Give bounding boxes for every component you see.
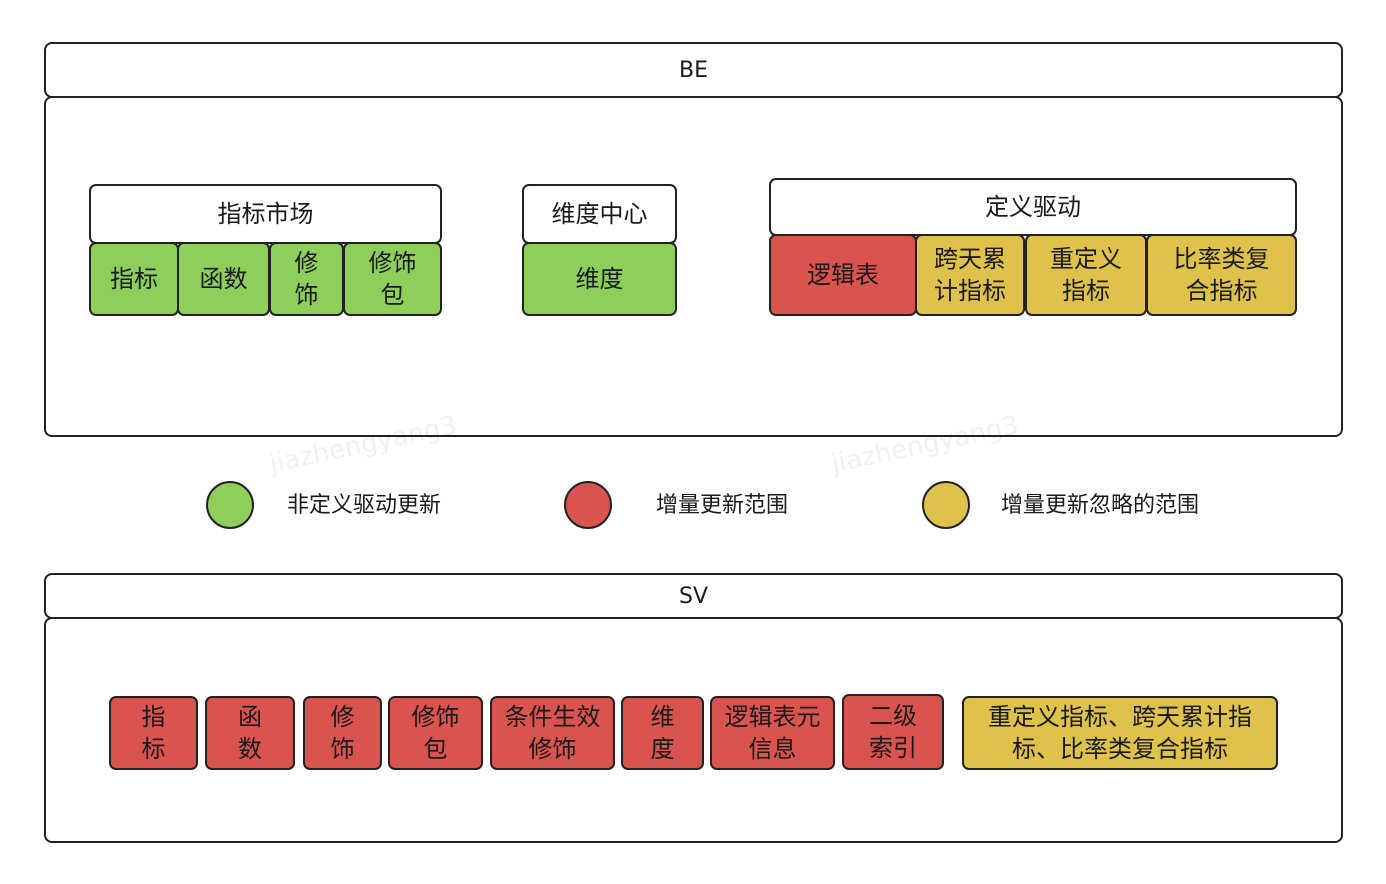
sv-item-modifier: 修饰	[303, 696, 382, 770]
definition-driven-item-cross-day: 跨天累计指标	[915, 234, 1025, 316]
sv-item-secondary-index: 二级索引	[842, 694, 944, 770]
sv-title: SV	[678, 583, 708, 609]
metric-market-item-function: 函数	[177, 242, 270, 316]
legend-dot-red	[564, 481, 612, 529]
definition-driven-item-ratio: 比率类复合指标	[1146, 234, 1297, 316]
legend-label-green: 非定义驱动更新	[287, 493, 442, 518]
sv-item-logic-table-meta: 逻辑表元信息	[710, 696, 835, 770]
definition-driven-item-redefined: 重定义指标	[1025, 234, 1147, 316]
sv-item-ignored-metrics: 重定义指标、跨天累计指标、比率类复合指标	[962, 696, 1278, 770]
metric-market-header: 指标市场	[89, 184, 442, 244]
definition-driven-title: 定义驱动	[985, 193, 1081, 221]
metric-market-item-modifier: 修饰	[269, 242, 344, 316]
be-title: BE	[679, 57, 708, 83]
dimension-center-item-dimension: 维度	[522, 242, 677, 316]
legend-label-yellow: 增量更新忽略的范围	[1001, 493, 1200, 518]
legend-dot-green	[206, 481, 254, 529]
sv-header: SV	[44, 573, 1343, 619]
legend-label-red: 增量更新范围	[656, 493, 789, 518]
metric-market-title: 指标市场	[217, 200, 314, 228]
dimension-center-header: 维度中心	[522, 184, 677, 244]
metric-market-item-modifier-pack: 修饰包	[343, 242, 442, 316]
sv-item-function: 函数	[205, 696, 295, 770]
metric-market-item-metric: 指标	[89, 242, 179, 316]
sv-item-modifier-pack: 修饰包	[388, 696, 483, 770]
definition-driven-header: 定义驱动	[769, 178, 1297, 236]
be-header: BE	[44, 42, 1343, 98]
sv-item-metric: 指标	[109, 696, 198, 770]
definition-driven-item-logic-table: 逻辑表	[769, 234, 917, 316]
sv-item-dimension: 维度	[621, 696, 704, 770]
legend-dot-yellow	[922, 481, 970, 529]
dimension-center-title: 维度中心	[551, 200, 648, 228]
sv-item-conditional-modifier: 条件生效修饰	[490, 696, 615, 770]
